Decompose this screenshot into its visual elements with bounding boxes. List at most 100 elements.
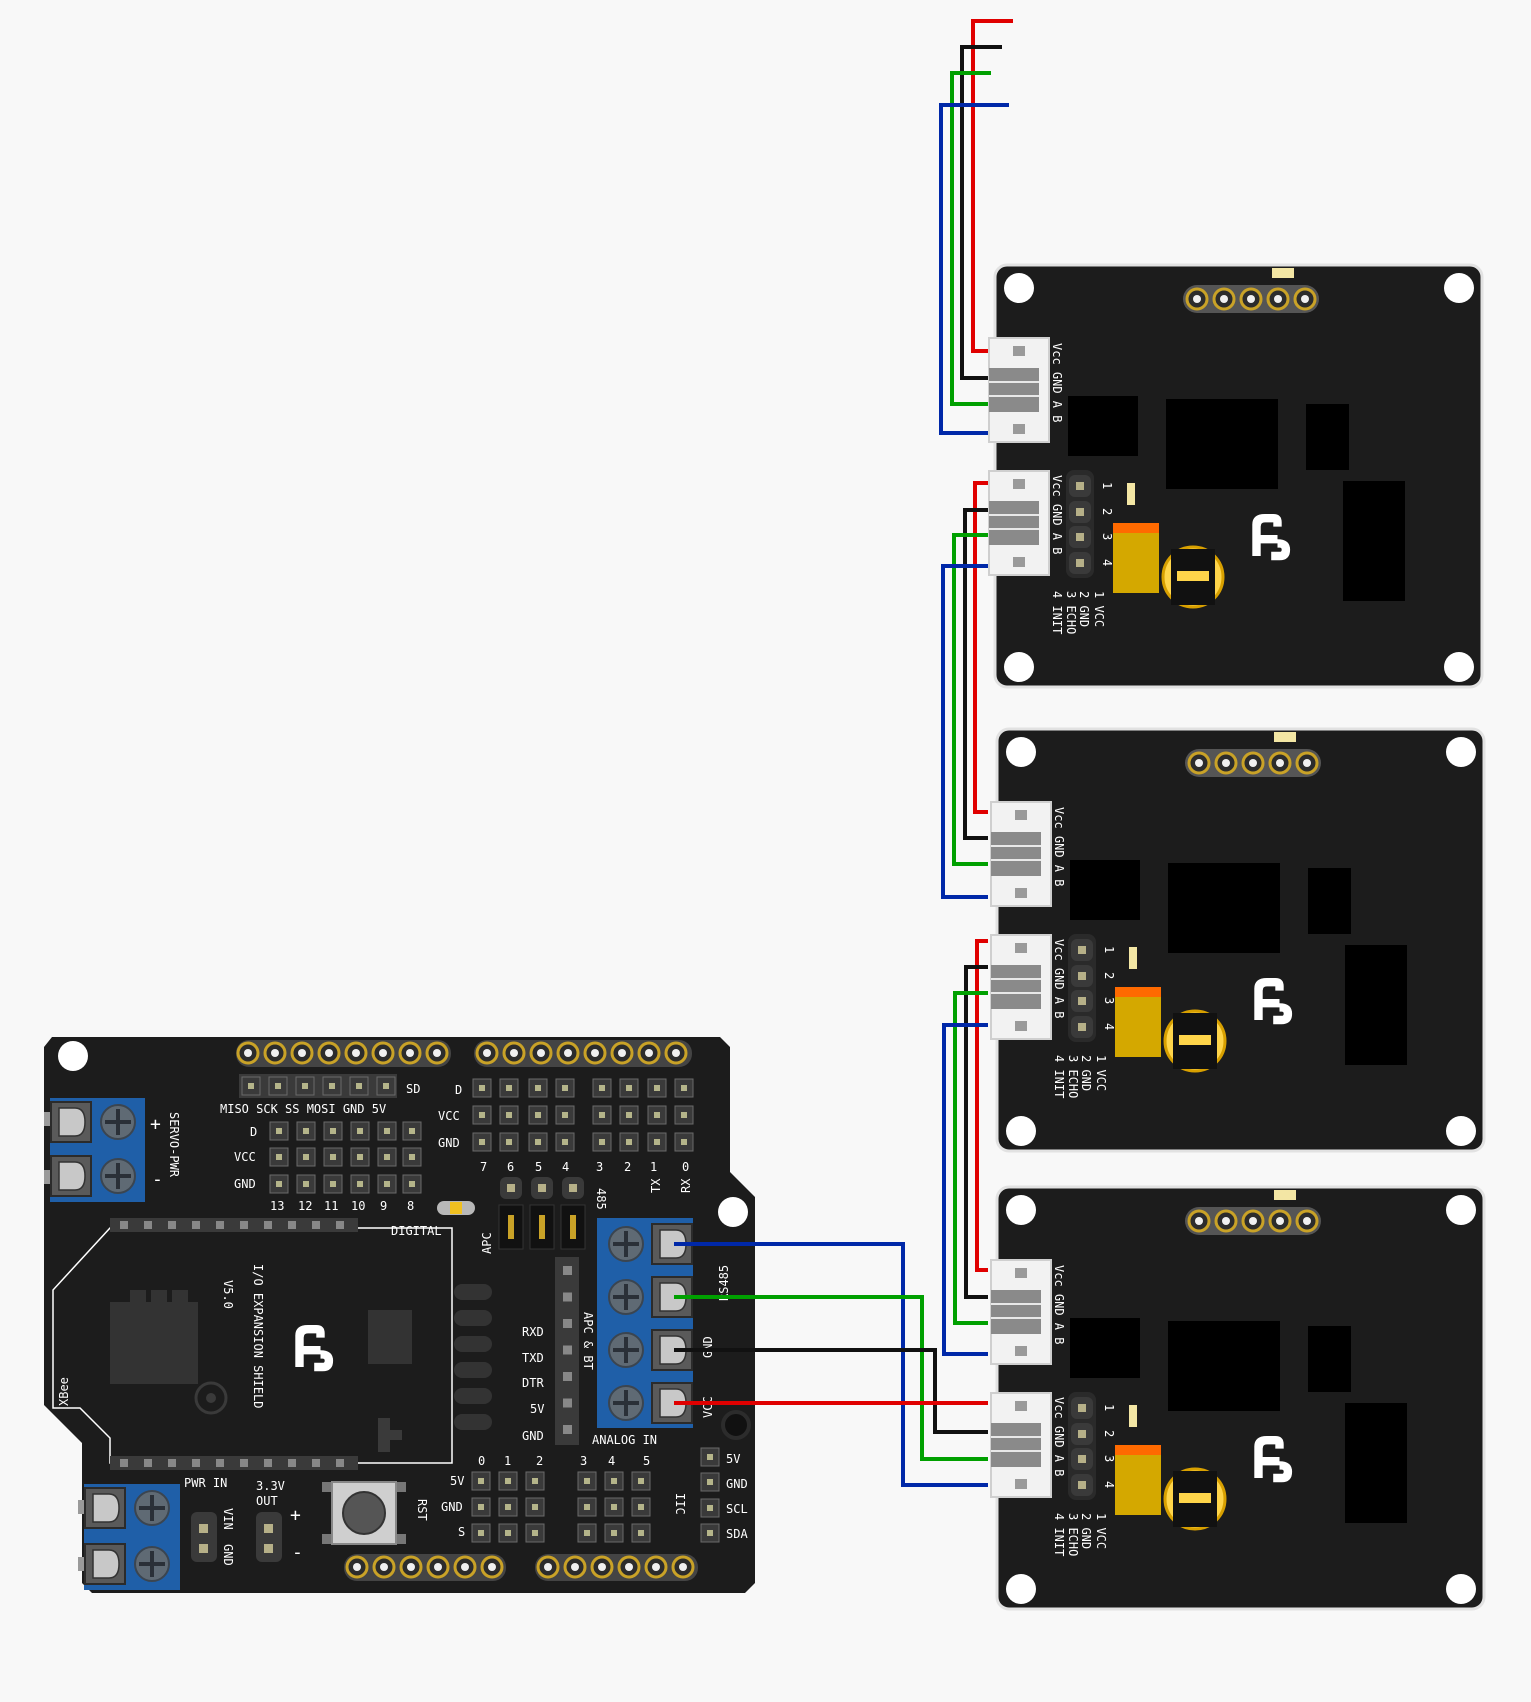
- rs485-terminal[interactable]: [597, 1218, 693, 1428]
- mounting-hole: [1446, 737, 1476, 767]
- jumper-number: 3: [1102, 997, 1116, 1004]
- connector-in[interactable]: [990, 1259, 1052, 1365]
- label-gnd-right: GND: [438, 1136, 460, 1150]
- pin-number: 0: [682, 1160, 689, 1174]
- label-vin: VIN: [221, 1508, 235, 1530]
- header-hole: [344, 1041, 368, 1065]
- power-in-terminal[interactable]: [78, 1484, 180, 1590]
- header-hole: [236, 1041, 260, 1065]
- header-hole: [371, 1041, 395, 1065]
- iic-pin-label: GND: [726, 1477, 748, 1491]
- header-hole: [637, 1041, 661, 1065]
- analog-number: 1: [504, 1454, 511, 1468]
- header-hole: [398, 1041, 422, 1065]
- label-version: V5.0: [221, 1280, 235, 1309]
- analog-pin: [525, 1523, 545, 1543]
- label-title: I/O EXPANSION SHIELD: [251, 1264, 265, 1409]
- sensor-pin-label: 2 GND: [1077, 591, 1091, 627]
- header-hole: [1295, 1209, 1319, 1233]
- digital-pin: [528, 1078, 548, 1098]
- label-out: OUT: [256, 1494, 278, 1508]
- header-hole: [1239, 287, 1263, 311]
- digital-pin: [269, 1121, 289, 1141]
- digital-pin: [472, 1132, 492, 1152]
- digital-pin: [619, 1078, 639, 1098]
- label-gnd-apc: GND: [522, 1429, 544, 1443]
- sensor-pin-label: 2 GND: [1079, 1055, 1093, 1091]
- connector-out[interactable]: [988, 470, 1050, 576]
- header-hole: [1293, 287, 1317, 311]
- label-plus-33: +: [290, 1505, 301, 1526]
- digital-pin: [674, 1078, 694, 1098]
- jumper-number: 1: [1100, 482, 1114, 489]
- digital-pin: [350, 1174, 370, 1194]
- digital-pin: [296, 1121, 316, 1141]
- digital-pin: [555, 1078, 575, 1098]
- spi-pin: [349, 1076, 369, 1096]
- label-xbee: XBee: [57, 1377, 71, 1406]
- wire-blue-1-2: [941, 564, 988, 899]
- analog-pin: [577, 1497, 597, 1517]
- header-hole: [345, 1555, 369, 1579]
- digital-pin: [296, 1174, 316, 1194]
- digital-pin: [647, 1078, 667, 1098]
- servo-power-terminal[interactable]: [44, 1098, 145, 1202]
- digital-pin: [350, 1121, 370, 1141]
- digital-pin: [377, 1174, 397, 1194]
- header-hole: [263, 1041, 287, 1065]
- mounting-hole: [1444, 652, 1474, 682]
- mounting-hole: [58, 1041, 88, 1071]
- analog-number: 3: [580, 1454, 587, 1468]
- mounting-hole: [1006, 1116, 1036, 1146]
- header-hole: [475, 1041, 499, 1065]
- mounting-hole: [1444, 273, 1474, 303]
- header-hole: [644, 1555, 668, 1579]
- jumper-number: 4: [1102, 1481, 1116, 1488]
- header-hole: [617, 1555, 641, 1579]
- digital-pin: [555, 1132, 575, 1152]
- analog-pin: [604, 1497, 624, 1517]
- header-hole: [583, 1041, 607, 1065]
- sensor-pin-label: 4 INIT: [1050, 591, 1064, 634]
- wire-red-1-2: [973, 481, 988, 814]
- mounting-hole: [1446, 1116, 1476, 1146]
- jumper-pin: [1069, 552, 1091, 574]
- pin-number: 11: [324, 1199, 338, 1213]
- pin-number: 8: [407, 1199, 414, 1213]
- jumper-pin: [1071, 1016, 1093, 1038]
- jumper-number: 3: [1100, 533, 1114, 540]
- label-rst: RST: [415, 1499, 429, 1521]
- jumper-number: 2: [1102, 1430, 1116, 1437]
- analog-pin: [471, 1471, 491, 1491]
- header-hole: [453, 1555, 477, 1579]
- jumper-number: 3: [1102, 1455, 1116, 1462]
- connector-in[interactable]: [990, 801, 1052, 907]
- analog-pin: [577, 1471, 597, 1491]
- spi-pin: [322, 1076, 342, 1096]
- connector-pin-label: Vcc GND A B: [1052, 939, 1066, 1018]
- digital-pin: [647, 1105, 667, 1125]
- analog-number: 5: [643, 1454, 650, 1468]
- connector-pin-label: Vcc GND A B: [1052, 1397, 1066, 1476]
- connector-out[interactable]: [990, 934, 1052, 1040]
- mounting-hole: [1004, 273, 1034, 303]
- jumper-number: 4: [1102, 1023, 1116, 1030]
- sensor-pin-label: 4 INIT: [1052, 1055, 1066, 1098]
- capacitor: [1115, 987, 1161, 1057]
- wire-black-top: [960, 45, 1002, 380]
- header-hole: [399, 1555, 423, 1579]
- wire-black-1-2: [963, 508, 988, 840]
- iic-pin: [700, 1498, 720, 1518]
- wire-red-top: [971, 19, 1013, 353]
- connector-out[interactable]: [990, 1392, 1052, 1498]
- mounting-hole: [1006, 1195, 1036, 1225]
- jumper-pin: [1071, 1474, 1093, 1496]
- header-hole: [1212, 287, 1236, 311]
- pin-number: 6: [507, 1160, 514, 1174]
- connector-in[interactable]: [988, 337, 1050, 443]
- label-dtr: DTR: [522, 1376, 544, 1390]
- analog-pin: [471, 1497, 491, 1517]
- reset-button[interactable]: [318, 1480, 410, 1546]
